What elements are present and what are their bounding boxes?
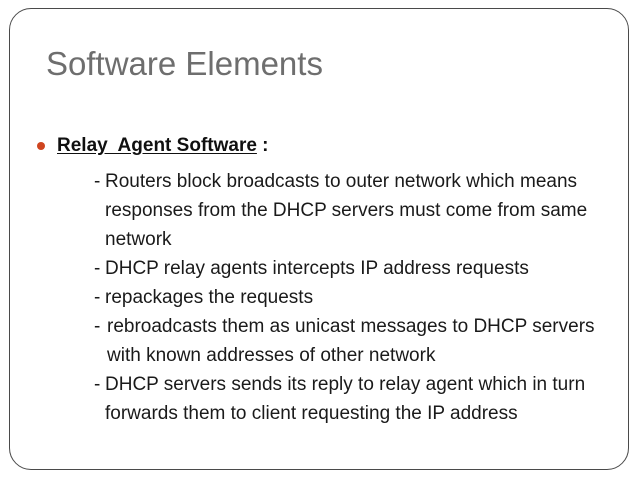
list-item-line: DHCP servers sends its reply to relay ag…	[105, 374, 586, 395]
list-item-text: repackages the requests	[94, 283, 605, 312]
dash-marker: -	[94, 316, 101, 337]
list-item-line: with known addresses of other network	[107, 345, 436, 366]
list-item: - repackages the requests	[10, 283, 630, 312]
bullet-heading-underlined-text: Relay Agent Software	[57, 135, 257, 156]
list-item-text: rebroadcasts them as unicast messages to…	[94, 312, 607, 370]
slide-body: Relay Agent Software : - Routers block b…	[10, 133, 630, 428]
page-title: Software Elements	[46, 45, 323, 82]
bullet-heading-suffix: :	[256, 135, 269, 156]
dash-marker: -	[94, 171, 101, 192]
dash-marker: -	[94, 287, 101, 308]
list-item-line: Routers block broadcasts to outer networ…	[105, 171, 578, 192]
list-item-line: rebroadcasts them as unicast messages to…	[107, 316, 595, 337]
list-item-text: DHCP servers sends its reply to relay ag…	[94, 370, 605, 428]
bullet-item-relay-agent-software: Relay Agent Software :	[10, 133, 630, 161]
sub-item-list: - Routers block broadcasts to outer netw…	[10, 167, 630, 428]
list-item-line: DHCP relay agents intercepts IP address …	[105, 258, 529, 279]
bullet-dot-icon	[37, 142, 45, 150]
dash-marker: -	[94, 374, 101, 395]
list-item-text: Routers block broadcasts to outer networ…	[94, 167, 605, 254]
list-item: - DHCP servers sends its reply to relay …	[10, 370, 630, 428]
bullet-heading: Relay Agent Software :	[57, 135, 269, 156]
dash-marker: -	[94, 258, 101, 279]
slide-card: Software Elements Relay Agent Software :…	[9, 8, 629, 470]
list-item: - Routers block broadcasts to outer netw…	[10, 167, 630, 254]
list-item-text: DHCP relay agents intercepts IP address …	[94, 254, 605, 283]
list-item-line: responses from the DHCP servers must com…	[105, 200, 588, 221]
list-item-line: network	[105, 229, 172, 250]
list-item-line: forwards them to client requesting the I…	[105, 403, 518, 424]
list-item-line: repackages the requests	[105, 287, 314, 308]
list-item: - rebroadcasts them as unicast messages …	[10, 312, 630, 370]
list-item: - DHCP relay agents intercepts IP addres…	[10, 254, 630, 283]
